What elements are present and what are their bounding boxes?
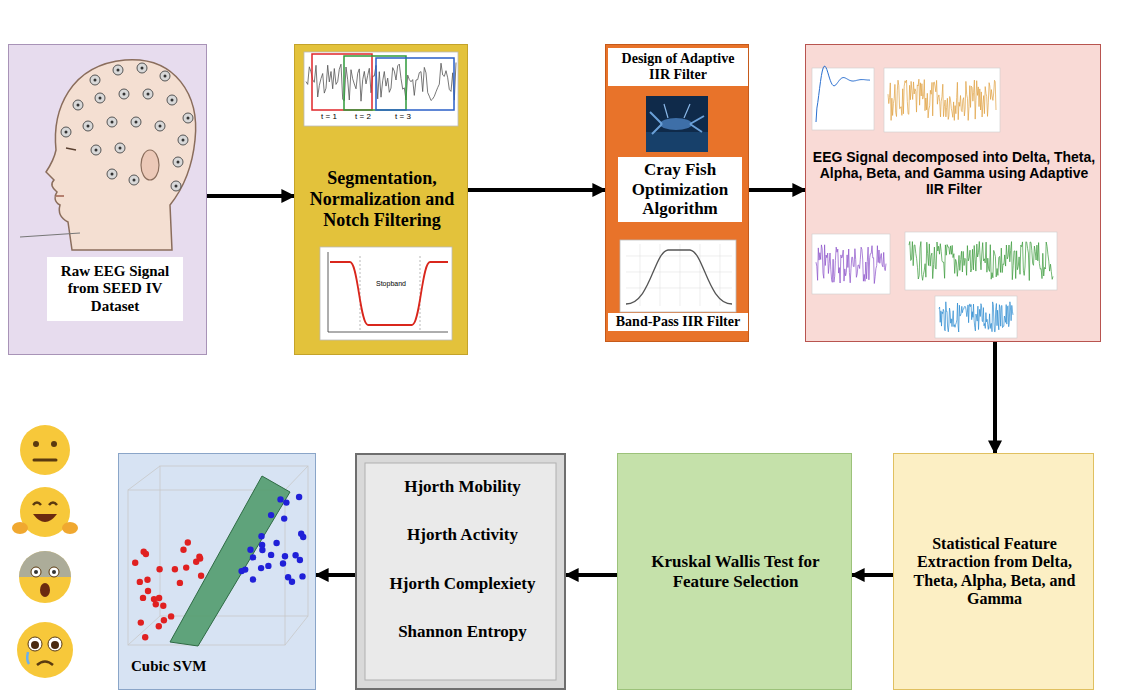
node-text: Cubic SVM bbox=[131, 658, 271, 675]
text-slot: Design of Adaptive IIR Filter bbox=[608, 48, 748, 86]
process-box: Segmentation, Normalization and Notch Fi… bbox=[294, 44, 468, 355]
node-text: Band-Pass IIR Filter bbox=[608, 313, 748, 331]
notch-filter-plot bbox=[320, 247, 452, 340]
feature-box: Hjorth MobilityHjorth ActivityHjorth Com… bbox=[355, 453, 566, 690]
bandpass-plot bbox=[620, 240, 736, 312]
label-slot: Stopband bbox=[372, 280, 410, 288]
node-text: Hjorth Complexiety bbox=[369, 574, 556, 594]
flow-arrow bbox=[749, 188, 805, 192]
text-slot: Cubic SVM bbox=[131, 658, 271, 675]
plot-label: Stopband bbox=[372, 280, 410, 288]
plot-label: t = 3 bbox=[390, 112, 416, 121]
node-text: Cray Fish Optimization Algorithm bbox=[618, 157, 742, 222]
flow-arrow bbox=[468, 188, 605, 192]
process-box: Kruskal Wallis Test for Feature Selectio… bbox=[617, 453, 852, 690]
flow-arrow bbox=[993, 342, 997, 453]
node-text: Hjorth Mobility bbox=[369, 477, 556, 497]
plot-label: t = 2 bbox=[350, 112, 376, 121]
label-slot: t = 2 bbox=[350, 112, 376, 121]
flow-arrow bbox=[852, 573, 893, 577]
text-slot: Segmentation, Normalization and Notch Fi… bbox=[299, 168, 465, 230]
process-box: EEG Signal decomposed into Delta, Theta,… bbox=[805, 44, 1101, 342]
text-slot: Statistical Feature Extraction from Delt… bbox=[902, 535, 1087, 609]
inner-panel bbox=[365, 463, 556, 680]
flow-arrow bbox=[316, 573, 355, 577]
text-slot: Cray Fish Optimization Algorithm bbox=[618, 157, 742, 222]
text-slot: EEG Signal decomposed into Delta, Theta,… bbox=[810, 149, 1098, 197]
node-text: Raw EEG Signal from SEED IV Dataset bbox=[47, 257, 183, 321]
emotion-icons bbox=[12, 425, 78, 678]
text-slot: Raw EEG Signal from SEED IV Dataset bbox=[47, 257, 183, 321]
process-box: Design of Adaptive IIR FilterCray Fish O… bbox=[605, 44, 749, 342]
node-text: Design of Adaptive IIR Filter bbox=[608, 48, 748, 86]
text-slot: Shannon Entropy bbox=[369, 622, 556, 642]
node-text: Kruskal Wallis Test for Feature Selectio… bbox=[632, 552, 839, 591]
text-slot: Band-Pass IIR Filter bbox=[608, 313, 748, 331]
band-signal-charts bbox=[812, 66, 1057, 338]
segmentation-plot bbox=[304, 52, 458, 126]
svm-scatter-plot bbox=[128, 466, 308, 646]
node-text: Hjorth Activity bbox=[369, 525, 556, 545]
input-box: Raw EEG Signal from SEED IV Dataset bbox=[8, 44, 207, 355]
node-text: EEG Signal decomposed into Delta, Theta,… bbox=[810, 149, 1098, 197]
label-slot: t = 3 bbox=[390, 112, 416, 121]
text-slot: Kruskal Wallis Test for Feature Selectio… bbox=[632, 552, 839, 591]
eeg-head-illustration bbox=[20, 60, 196, 250]
text-slot: Hjorth Complexiety bbox=[369, 574, 556, 594]
crayfish-photo bbox=[646, 96, 708, 152]
node-text: Statistical Feature Extraction from Delt… bbox=[902, 535, 1087, 609]
classifier-box: Cubic SVM bbox=[118, 453, 316, 690]
text-slot: Hjorth Mobility bbox=[369, 477, 556, 497]
flow-arrow bbox=[566, 573, 617, 577]
process-box: Statistical Feature Extraction from Delt… bbox=[893, 453, 1094, 690]
flow-arrow bbox=[207, 194, 294, 198]
node-text: Shannon Entropy bbox=[369, 622, 556, 642]
node-text: Segmentation, Normalization and Notch Fi… bbox=[299, 168, 465, 230]
label-slot: t = 1 bbox=[316, 112, 342, 121]
text-slot: Hjorth Activity bbox=[369, 525, 556, 545]
plot-label: t = 1 bbox=[316, 112, 342, 121]
